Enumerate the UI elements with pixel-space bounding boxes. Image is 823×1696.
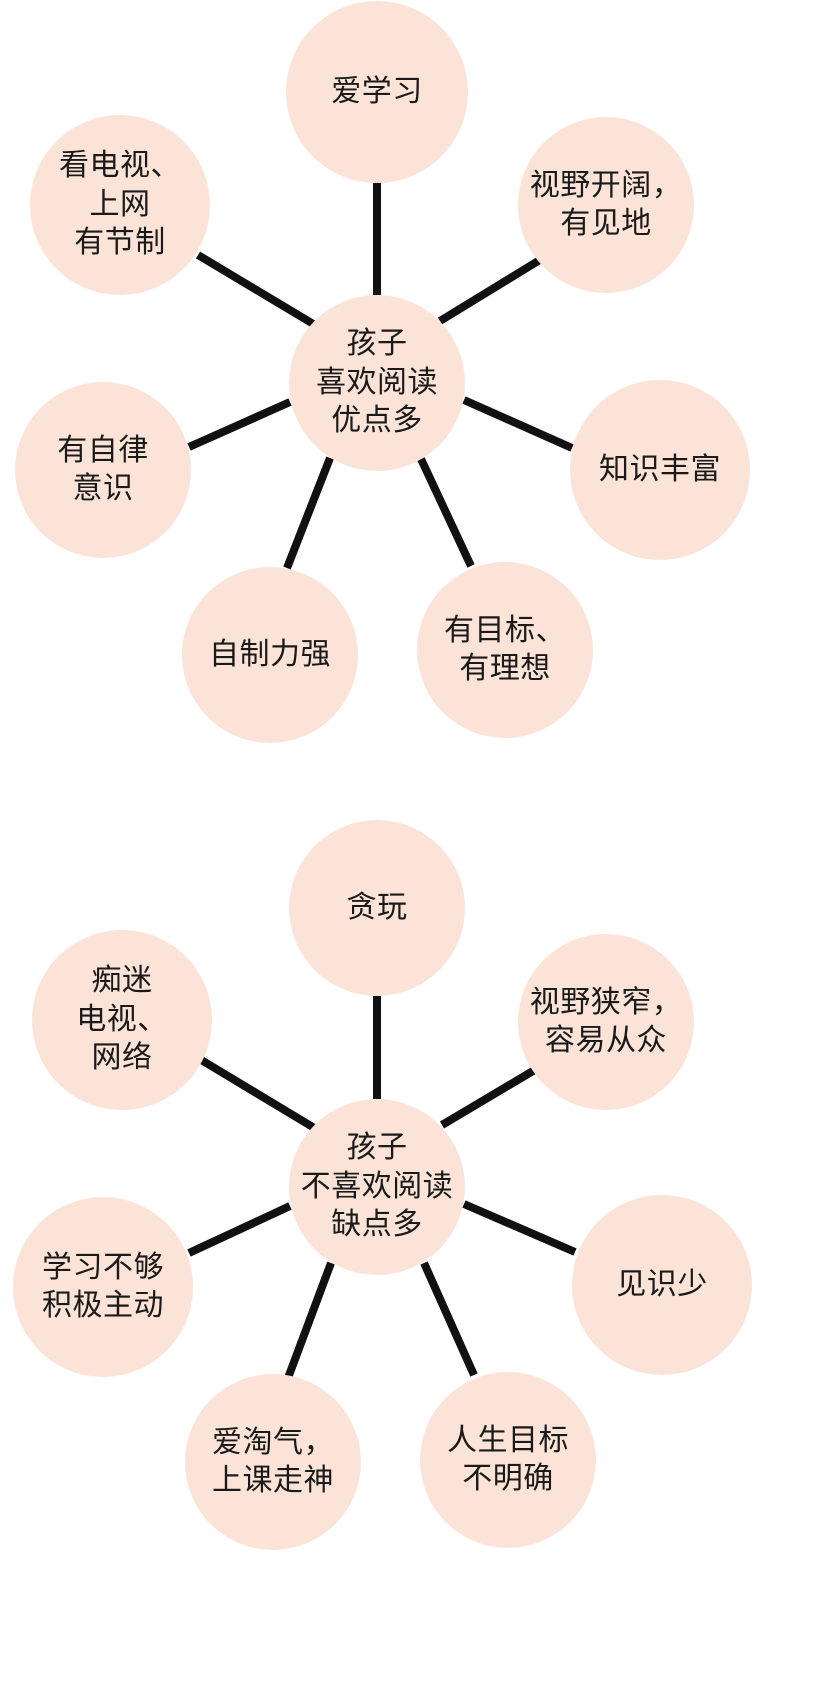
node-label: 孩子 不喜欢阅读 缺点多 — [300, 1131, 454, 1242]
node-drawback-mischievous[interactable]: 爱淘气， 上课走神 — [185, 1374, 361, 1550]
edge-center-to-satellite-1 — [439, 1061, 546, 1129]
node-label: 痴迷 电视、 网络 — [76, 964, 168, 1075]
node-label: 人生目标 不明确 — [447, 1423, 569, 1495]
diagram-drawbacks: 贪玩 视野狭窄， 容易从众 见识少 人生目标 不明确 爱淘气， 上课走神 学习不… — [0, 800, 823, 1696]
edge-center-to-satellite-5 — [187, 1202, 292, 1257]
node-drawback-little-experience[interactable]: 见识少 — [572, 1195, 752, 1375]
node-benefit-self-control[interactable]: 自制力强 — [182, 567, 358, 743]
node-label: 知识丰富 — [599, 452, 721, 486]
node-benefit-love-study[interactable]: 爱学习 — [286, 1, 468, 183]
node-drawback-playful[interactable]: 贪玩 — [289, 820, 465, 996]
edge-center-to-satellite-3 — [420, 1261, 478, 1377]
node-label: 视野开阔， 有见地 — [529, 168, 683, 240]
diagram-benefits: 爱学习 视野开阔， 有见地 知识丰富 有目标、 有理想 自制力强 有自律 意识 … — [0, 0, 823, 800]
edge-center-to-satellite-3 — [417, 457, 475, 568]
edge-center-to-satellite-4 — [283, 456, 334, 570]
node-label: 有目标、 有理想 — [444, 613, 566, 685]
node-label: 孩子 喜欢阅读 优点多 — [316, 327, 438, 438]
edge-center-to-satellite-4 — [284, 1261, 335, 1380]
edge-center-to-satellite-1 — [437, 254, 546, 325]
edge-center-to-satellite-6 — [195, 1054, 319, 1133]
node-benefit-goals-ideals[interactable]: 有目标、 有理想 — [417, 562, 593, 738]
node-center-likes-reading[interactable]: 孩子 喜欢阅读 优点多 — [289, 295, 465, 471]
node-drawback-passive-learning[interactable]: 学习不够 积极主动 — [13, 1197, 193, 1377]
node-center-dislikes-reading[interactable]: 孩子 不喜欢阅读 缺点多 — [289, 1099, 465, 1275]
node-label: 看电视、 上网 有节制 — [59, 149, 181, 260]
node-label: 视野狭窄， 容易从众 — [529, 985, 683, 1057]
node-drawback-media-addiction[interactable]: 痴迷 电视、 网络 — [32, 930, 212, 1110]
node-label: 自制力强 — [209, 637, 331, 671]
edge-center-to-satellite-6 — [195, 251, 318, 329]
edge-center-to-satellite-2 — [462, 1200, 577, 1256]
node-benefit-rich-knowledge[interactable]: 知识丰富 — [570, 380, 750, 560]
node-label: 爱淘气， 上课走神 — [212, 1425, 334, 1497]
edge-center-to-satellite-2 — [462, 396, 574, 452]
node-benefit-media-moderation[interactable]: 看电视、 上网 有节制 — [30, 115, 210, 295]
edge-center-to-satellite-5 — [187, 398, 292, 451]
node-label: 有自律 意识 — [57, 433, 149, 505]
node-label: 贪玩 — [346, 890, 408, 924]
node-drawback-unclear-goals[interactable]: 人生目标 不明确 — [420, 1372, 596, 1548]
node-drawback-narrow-vision[interactable]: 视野狭窄， 容易从众 — [518, 934, 694, 1110]
node-label: 学习不够 积极主动 — [42, 1250, 164, 1322]
node-label: 见识少 — [616, 1267, 708, 1301]
node-benefit-broad-vision[interactable]: 视野开阔， 有见地 — [518, 117, 694, 293]
node-benefit-self-discipline[interactable]: 有自律 意识 — [15, 382, 191, 558]
node-label: 爱学习 — [331, 74, 423, 108]
